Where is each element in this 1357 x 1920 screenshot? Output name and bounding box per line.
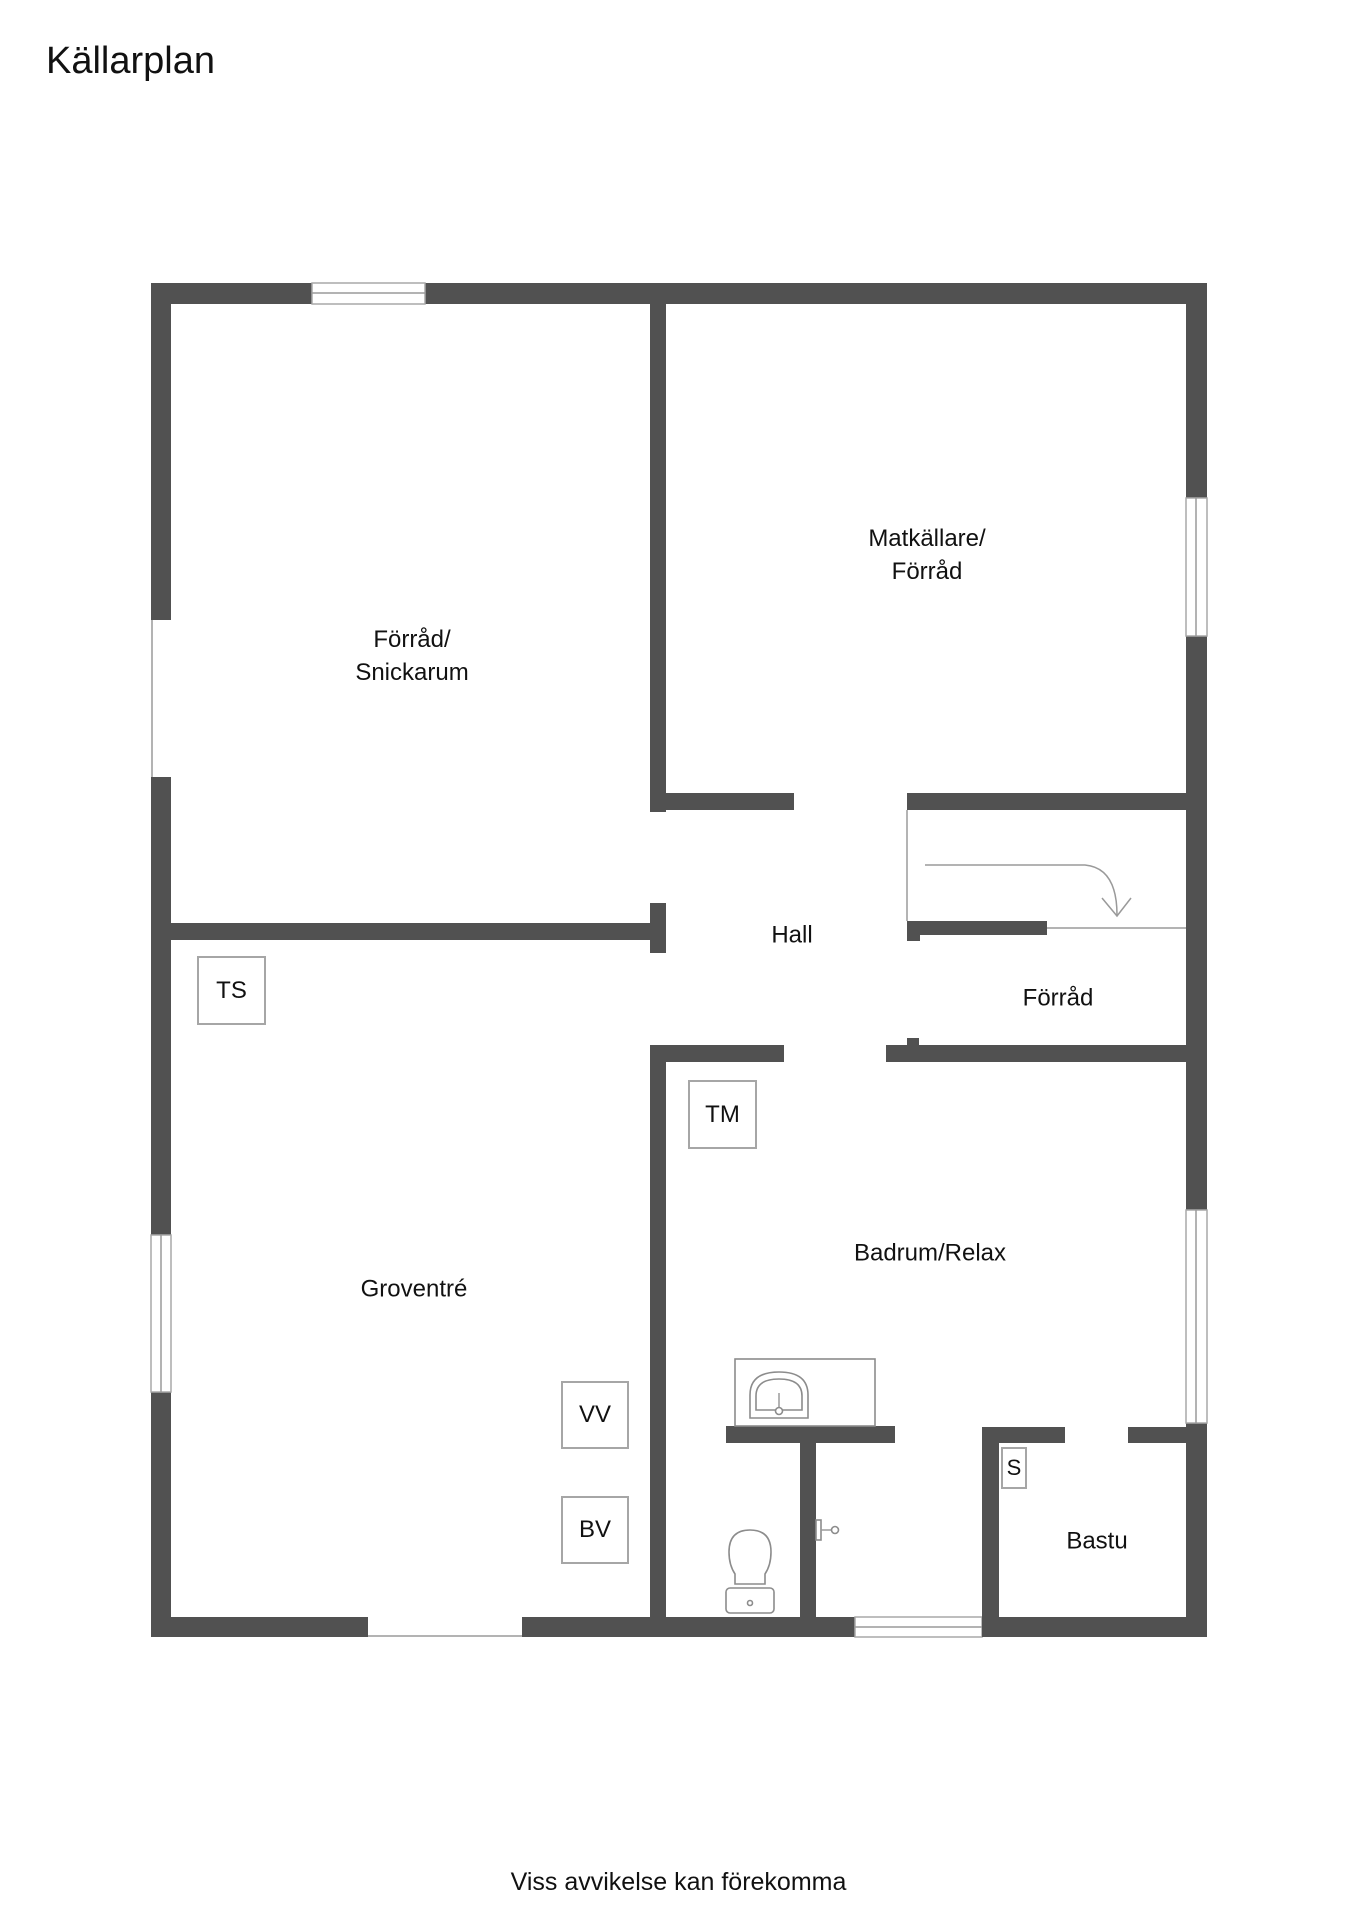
fixture-ts: TS: [197, 956, 266, 1025]
stair-arrow-icon: [906, 810, 1186, 929]
outer-walls: [151, 283, 1207, 1637]
fixture-s: S: [1001, 1447, 1027, 1489]
room-label-forrad-snickarum: Förråd/ Snickarum: [355, 623, 468, 689]
disclaimer-note: Viss avvikelse kan förekomma: [510, 1868, 847, 1896]
room-label-hall: Hall: [771, 921, 813, 949]
window-icon: [150, 1234, 172, 1393]
room-label-line: Förråd/: [373, 626, 451, 653]
fixture-vv: VV: [561, 1381, 629, 1449]
room-label-badrum: Badrum/Relax: [853, 1239, 1007, 1267]
window-icon: [1185, 1209, 1208, 1424]
toilet-icon: [725, 1529, 775, 1614]
room-label-groventre: Groventré: [360, 1275, 468, 1303]
fixture-tm: TM: [688, 1080, 757, 1149]
page-title: Källarplan: [46, 40, 215, 82]
interior-walls: [151, 283, 1207, 1637]
shower-tap-icon: [815, 1519, 840, 1541]
window-icon: [1185, 497, 1208, 637]
room-label-bastu: Bastu: [1066, 1527, 1128, 1555]
room-label-line: Matkällare/: [868, 525, 986, 552]
room-label-line: Snickarum: [355, 659, 469, 686]
room-label-matkallare: Matkällare/ Förråd: [868, 522, 985, 588]
room-label-forrad: Förråd: [1022, 984, 1094, 1012]
window-icon: [311, 282, 426, 305]
sink-icon: [734, 1358, 876, 1427]
window-icon: [854, 1616, 983, 1638]
room-label-line: Förråd: [891, 558, 963, 585]
fixture-bv: BV: [561, 1496, 629, 1564]
